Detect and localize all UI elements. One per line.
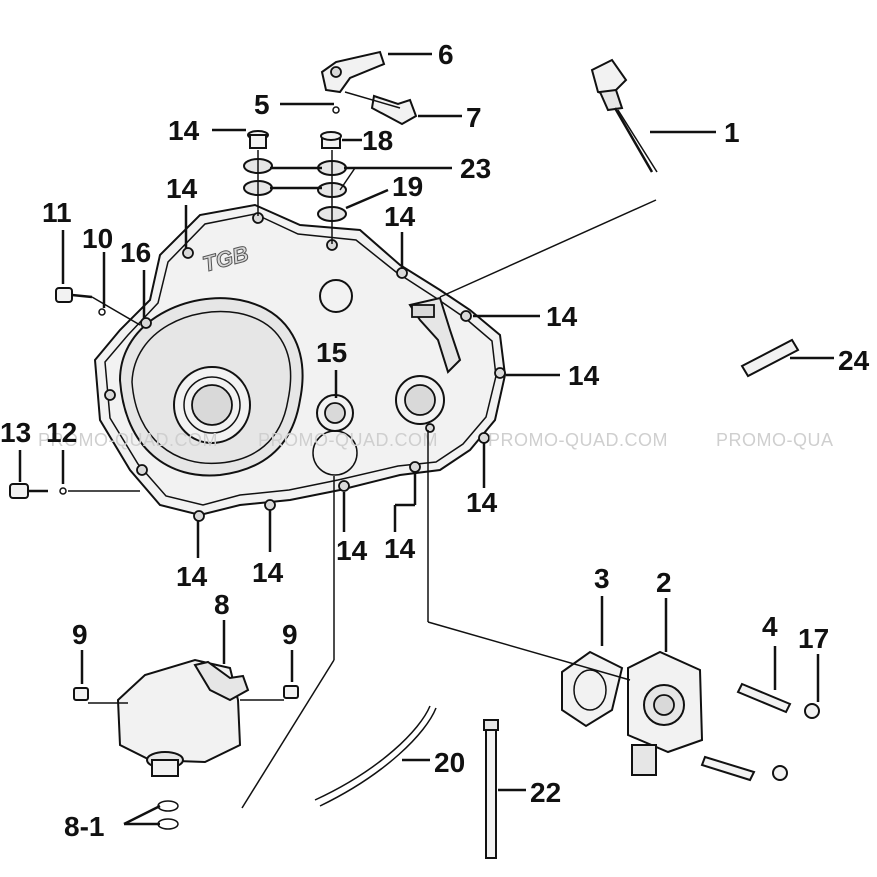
callout-16: 16	[120, 237, 151, 268]
oil-pump	[427, 430, 820, 782]
callout-19: 19	[392, 171, 423, 202]
water-pump	[73, 658, 299, 830]
callout-7: 7	[466, 102, 482, 133]
callout-14: 14	[568, 360, 600, 391]
callout-labels: 6 7 5 14 18 23 19 1 14 14 11 10 16 14 14…	[0, 39, 870, 842]
callout-8-1: 8-1	[64, 811, 104, 842]
callout-14: 14	[336, 535, 368, 566]
top-hardware	[243, 50, 418, 244]
callout-12: 12	[46, 417, 77, 448]
callout-15: 15	[316, 337, 347, 368]
leader-lines	[18, 52, 834, 826]
callout-11: 11	[42, 197, 72, 228]
callout-24: 24	[838, 345, 870, 376]
callout-14: 14	[384, 201, 416, 232]
callout-18: 18	[362, 125, 393, 156]
callout-1: 1	[724, 117, 740, 148]
watermark-text: PROMO-QUAD.COM	[258, 430, 438, 450]
pin	[740, 338, 800, 378]
callout-13: 13	[0, 417, 31, 448]
callout-17: 17	[798, 623, 829, 654]
callout-5: 5	[254, 89, 270, 120]
callout-14: 14	[166, 173, 198, 204]
callout-23: 23	[460, 153, 491, 184]
callout-14: 14	[466, 487, 498, 518]
callout-2: 2	[656, 567, 672, 598]
dipstick	[439, 58, 658, 298]
callout-9: 9	[72, 619, 88, 650]
callout-8: 8	[214, 589, 230, 620]
watermark-text: PROMO-QUAD.COM	[38, 430, 218, 450]
callout-14: 14	[176, 561, 208, 592]
callout-14: 14	[252, 557, 284, 588]
callout-6: 6	[438, 39, 454, 70]
crankcase-cover: TGB	[93, 203, 507, 522]
callout-3: 3	[594, 563, 610, 594]
callout-9: 9	[282, 619, 298, 650]
left-bolts	[9, 287, 141, 499]
hose-and-tie	[314, 705, 499, 859]
watermark-text: PROMO-QUAD.COM	[488, 430, 668, 450]
callout-14: 14	[168, 115, 200, 146]
callout-14: 14	[546, 301, 578, 332]
callout-22: 22	[530, 777, 561, 808]
callout-20: 20	[434, 747, 465, 778]
watermark: PROMO-QUAD.COM PROMO-QUAD.COM PROMO-QUAD…	[38, 430, 834, 450]
callout-14: 14	[384, 533, 416, 564]
callout-4: 4	[762, 611, 778, 642]
watermark-text: PROMO-QUA	[716, 430, 834, 450]
callout-10: 10	[82, 223, 113, 254]
